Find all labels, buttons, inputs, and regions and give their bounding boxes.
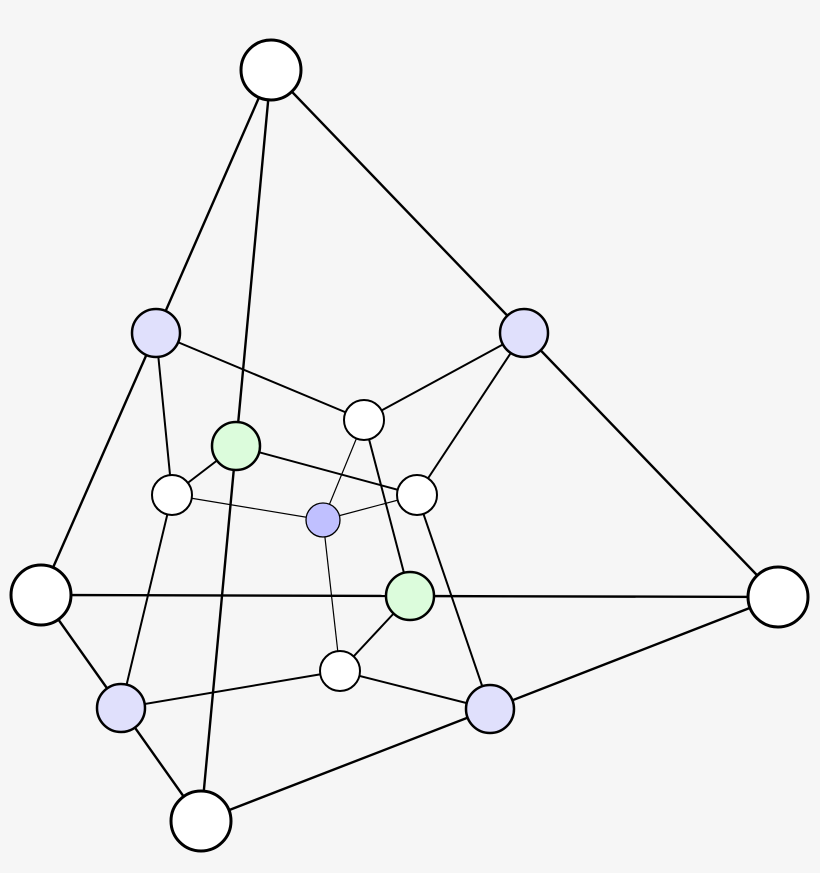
edge-J-K <box>409 594 779 599</box>
edge-F-M <box>120 494 173 709</box>
edge-K-N <box>489 595 779 711</box>
node-K <box>746 565 810 629</box>
edge-C-G <box>416 332 525 496</box>
node-H <box>305 502 341 538</box>
edge-A-E <box>234 69 273 447</box>
edge-E-G <box>235 445 418 496</box>
edge-B-D <box>155 332 365 421</box>
node-B <box>130 307 182 359</box>
edge-A-B <box>154 69 273 334</box>
edge-E-O <box>199 445 238 822</box>
edge-B-I <box>39 332 158 596</box>
nodes <box>9 38 810 853</box>
edge-I-J <box>40 593 411 598</box>
edge-B-F <box>155 332 173 496</box>
node-F <box>151 474 193 516</box>
node-J <box>384 570 436 622</box>
edge-A-C <box>270 69 525 334</box>
node-I <box>9 563 73 627</box>
edge-C-K <box>523 332 779 598</box>
edge-D-J <box>363 419 411 597</box>
node-E <box>210 420 262 472</box>
node-G <box>396 474 438 516</box>
edge-F-H <box>171 494 324 521</box>
edge-N-O <box>200 707 491 823</box>
node-D <box>343 399 385 441</box>
node-N <box>464 683 516 735</box>
node-O <box>169 789 233 853</box>
edge-L-M <box>120 670 341 709</box>
edge-H-L <box>322 519 341 672</box>
node-L <box>319 650 361 692</box>
node-M <box>95 682 147 734</box>
edge-C-D <box>363 332 525 421</box>
node-A <box>239 38 303 102</box>
edge-L-N <box>339 670 491 710</box>
node-C <box>498 307 550 359</box>
edge-G-N <box>416 494 491 710</box>
